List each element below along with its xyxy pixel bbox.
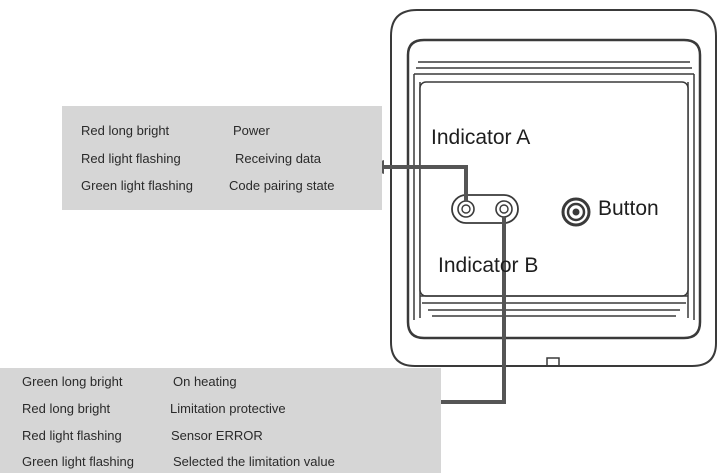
device-top-bevel	[414, 61, 694, 75]
legend-a-state: Red light flashing	[81, 151, 181, 166]
device-outer-frame	[390, 9, 717, 367]
legend-b-meaning: Sensor ERROR	[171, 428, 263, 443]
legend-b-meaning: Selected the limitation value	[173, 454, 335, 469]
legend-a-state: Red long bright	[81, 123, 170, 138]
device-bottom-bevel	[420, 295, 688, 317]
legend-b-row: Red long bright Limitation protective	[0, 401, 441, 423]
indicator-b-label: Indicator B	[438, 254, 539, 277]
legend-b-meaning: Limitation protective	[170, 401, 286, 416]
device-inner-bezel	[406, 38, 702, 340]
indicator-a-inner	[461, 204, 471, 214]
button-ring-inner	[572, 208, 580, 216]
legend-a-row: Red long bright Power	[62, 123, 382, 145]
indicator-a-label: Indicator A	[431, 126, 531, 149]
legend-b-row: Green light flashing Selected the limita…	[0, 454, 441, 476]
legend-a-state: Green light flashing	[81, 178, 194, 193]
legend-a-meaning: Receiving data	[235, 151, 321, 166]
legend-b-state: Red long bright	[22, 401, 111, 416]
legend-a-meaning: Power	[233, 123, 270, 138]
legend-b-state: Red light flashing	[22, 428, 122, 443]
legend-b-meaning: On heating	[173, 374, 237, 389]
device-bottom-notch	[546, 357, 560, 366]
legend-a-meaning: Code pairing state	[229, 178, 335, 193]
legend-indicator-a: Red long bright Power Red light flashing…	[62, 106, 382, 210]
button-label: Button	[598, 197, 659, 220]
indicator-b-light	[493, 198, 515, 220]
connector-indicator-a	[382, 165, 468, 201]
legend-b-row: Green long bright On heating	[0, 374, 441, 396]
legend-b-row: Red light flashing Sensor ERROR	[0, 428, 441, 450]
legend-a-row: Red light flashing Receiving data	[62, 151, 382, 173]
legend-b-state: Green long bright	[22, 374, 123, 389]
device-side-bevels	[413, 74, 695, 320]
connector-indicator-b	[420, 217, 506, 404]
legend-a-row: Green light flashing Code pairing state	[62, 178, 382, 200]
indicator-b-inner	[499, 204, 509, 214]
indicator-a-light	[455, 198, 477, 220]
device-button[interactable]	[561, 197, 591, 227]
legend-indicator-b: Green long bright On heating Red long br…	[0, 368, 441, 473]
legend-b-state: Green light flashing	[22, 454, 135, 469]
